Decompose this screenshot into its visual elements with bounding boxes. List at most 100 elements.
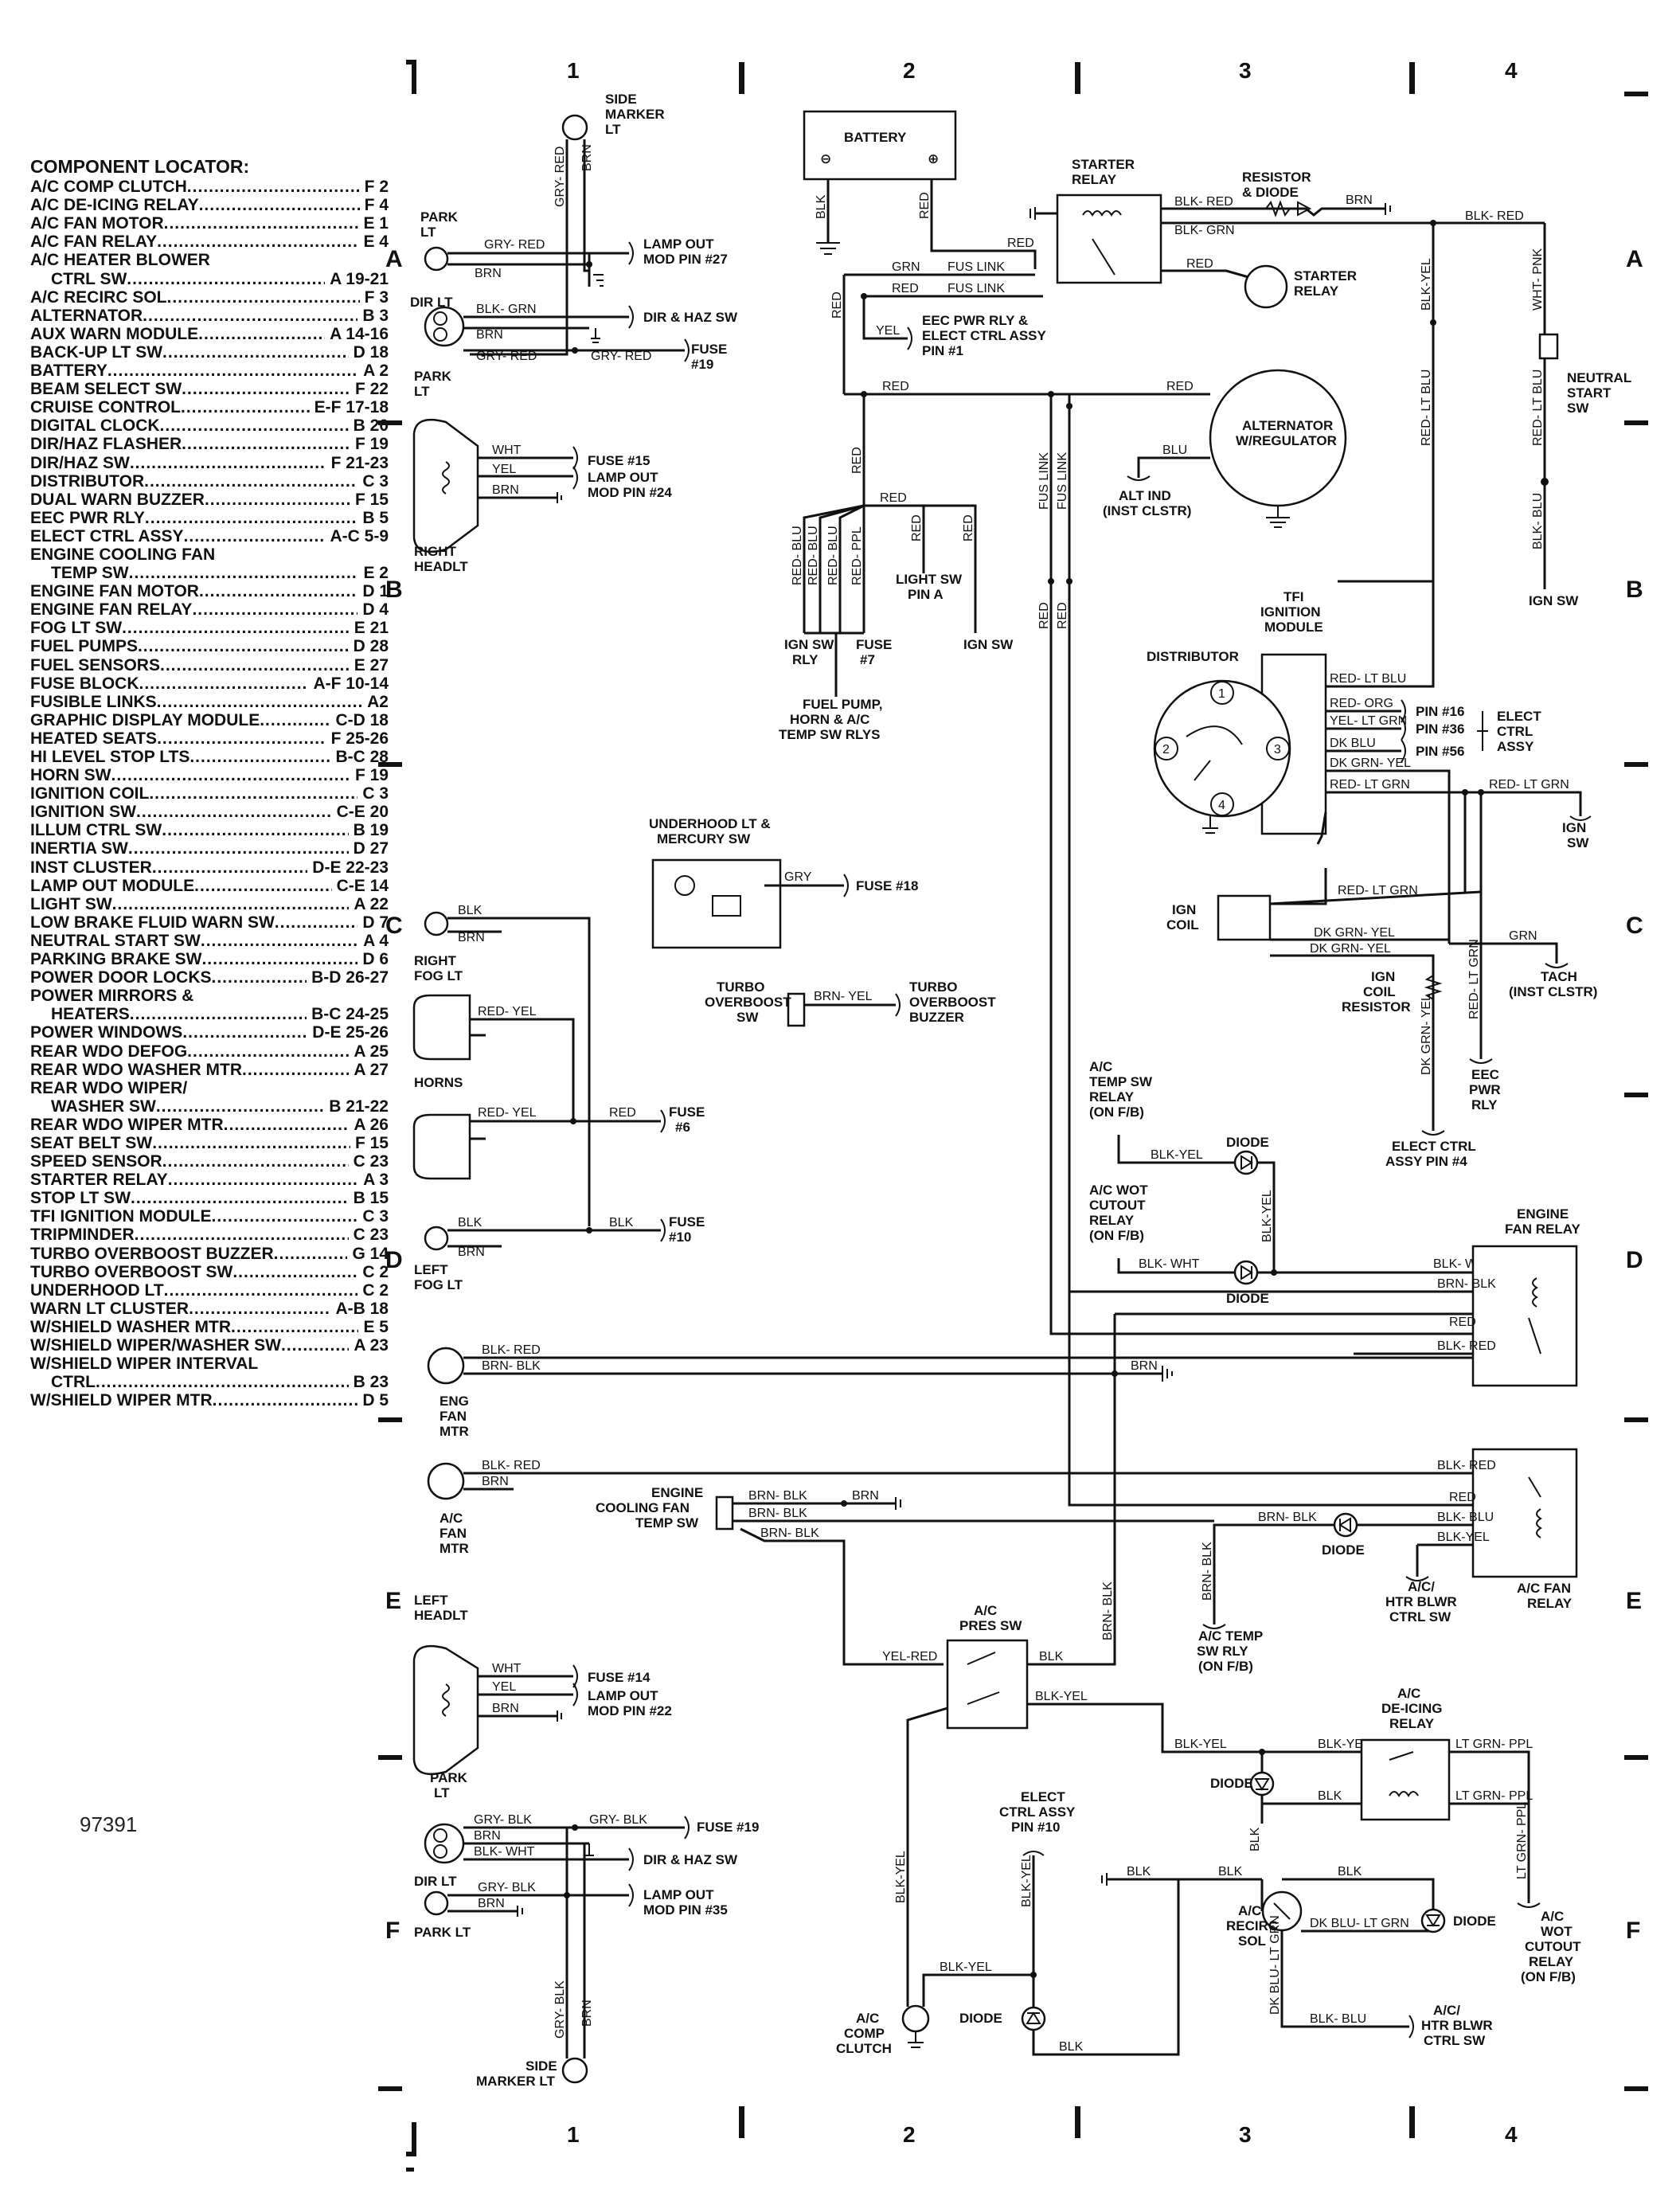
wire-blk-red-acfr: BLK- RED <box>1437 1459 1496 1472</box>
engine-fan-relay <box>1471 1245 1578 1387</box>
locator-entry-location: F 22 <box>354 380 389 399</box>
locator-entry-name: CRUISE CONTROL <box>30 398 181 417</box>
locator-entry: POWER DOOR LOCKSB-D 26-27 <box>30 968 389 987</box>
locator-entry: ILLUM CTRL SWB 19 <box>30 821 389 839</box>
locator-entry: FUSE BLOCKA-F 10-14 <box>30 674 389 693</box>
wire-blk-lfog: BLK <box>458 1216 483 1230</box>
locator-entry-name: LAMP OUT MODULE <box>30 876 195 895</box>
locator-entry-location: D 27 <box>353 839 389 858</box>
fuse-19-label: FUSE#19 <box>691 342 727 372</box>
locator-entry-name: REAR WDO WIPER/ <box>30 1078 188 1097</box>
resistor-diode-label: RESISTOR& DIODE <box>1242 170 1311 200</box>
wire-red-lt-grn-4: RED- LT GRN <box>1467 939 1481 1019</box>
wire-gry-blk-1: GRY- BLK <box>474 1813 532 1827</box>
dir-haz-sw-label: DIR & HAZ SW <box>643 310 738 325</box>
wire-blk-rs2: BLK <box>1218 1865 1243 1879</box>
wire-blk-yel-de2: BLK-YEL <box>1318 1738 1370 1751</box>
ac-pressure-switch <box>946 1639 1029 1730</box>
wire-brn-pl: BRN <box>478 1897 505 1910</box>
wire-blk-lfog2: BLK <box>609 1216 634 1230</box>
side-marker-lamp-bottom <box>561 2057 588 2084</box>
wire-blk-yel-acfr: BLK-YEL <box>1437 1531 1490 1544</box>
locator-entry-name: CTRL <box>51 1373 96 1392</box>
col-label-2: 2 <box>903 58 916 83</box>
ac-compressor-clutch <box>901 2004 930 2033</box>
locator-entry-location: A 23 <box>354 1336 389 1355</box>
locator-entry-name: TRIPMINDER <box>30 1226 135 1245</box>
wire-brn-lfog: BRN <box>458 1245 485 1259</box>
tach-label: TACH(INST CLSTR) <box>1509 969 1597 999</box>
locator-entry: ENGINE FAN MOTORD 1 <box>30 582 389 600</box>
wire-brn-blk-d: BRN- BLK <box>1258 1511 1317 1524</box>
horns-label: HORNS <box>414 1075 463 1090</box>
locator-entry-name: A/C COMP CLUTCH <box>30 178 187 197</box>
wire-blk-yel-cc: BLK-YEL <box>940 1961 992 1974</box>
locator-entry-location: G 14 <box>352 1244 389 1263</box>
svg-text:1: 1 <box>1218 687 1225 701</box>
wire-dk-blu-lt-grn: DK BLU- LT GRN <box>1310 1917 1409 1930</box>
locator-entry-name: ELECT CTRL ASSY <box>30 526 184 545</box>
locator-entry: A/C COMP CLUTCHF 2 <box>30 178 389 196</box>
locator-entry: W/SHIELD WIPER/WASHER SWA 23 <box>30 1336 389 1355</box>
locator-entry: DUAL WARN BUZZERF 15 <box>30 491 389 509</box>
fuse-10-label: FUSE#10 <box>669 1214 705 1245</box>
locator-entry: WARN LT CLUSTERA-B 18 <box>30 1300 389 1318</box>
locator-entry-name: AUX WARN MODULE <box>30 324 199 343</box>
wire-yel-lh: YEL <box>492 1680 516 1694</box>
locator-entry-name: IGNITION COIL <box>30 784 150 803</box>
neutral-start-switch <box>1538 333 1559 360</box>
locator-entry-location: F 19 <box>354 435 389 454</box>
right-fog-lamp <box>424 911 449 936</box>
left-fog-lamp <box>424 1226 449 1251</box>
locator-entry: CTRLB 23 <box>30 1373 389 1391</box>
locator-entry-location: A 4 <box>363 931 389 950</box>
starter-motor <box>1244 264 1288 309</box>
locator-entry-name: IGNITION SW <box>30 803 136 822</box>
locator-entry: INERTIA SWD 27 <box>30 839 389 858</box>
locator-entry-location: F 21-23 <box>330 453 389 472</box>
locator-entry-name: INST CLUSTER <box>30 858 152 877</box>
wire-red-fl: RED <box>892 282 919 295</box>
ign-sw-2-label: IGN SW <box>963 637 1014 652</box>
locator-entry: FOG LT SWE 21 <box>30 619 389 637</box>
wire-red-blu-2: RED- BLU <box>807 526 820 585</box>
wire-blk-red-efr: BLK- RED <box>1437 1339 1496 1353</box>
dir-lt-label: DIR LT <box>410 295 453 310</box>
pin-16-label: PIN #16 <box>1416 704 1464 719</box>
locator-entry-name: HEATED SEATS <box>30 729 158 748</box>
locator-entry-name: EEC PWR RLY <box>30 508 145 527</box>
locator-entry-location: C 2 <box>362 1280 389 1300</box>
wire-red-sr: RED <box>1186 257 1213 271</box>
wire-brn-blk-t3: BRN- BLK <box>760 1527 819 1540</box>
wire-blk-bat: BLK <box>815 194 828 219</box>
locator-entry-location: A 26 <box>354 1115 389 1134</box>
diode-6-label: DIODE <box>959 2011 1002 2026</box>
locator-entry-name: DUAL WARN BUZZER <box>30 490 205 509</box>
locator-entry-name: WASHER SW <box>51 1097 156 1116</box>
locator-entry-name: LOW BRAKE FLUID WARN SW <box>30 913 275 932</box>
ignition-coil <box>1217 894 1272 941</box>
locator-entry-name: FUEL SENSORS <box>30 655 160 674</box>
locator-entry-name: A/C HEATER BLOWER <box>30 251 210 270</box>
wire-dk-grn-yel-2: DK GRN- YEL <box>1314 926 1395 940</box>
svg-text:4: 4 <box>1218 799 1225 812</box>
row-label-d-right: D <box>1626 1247 1643 1273</box>
locator-entry: STOP LT SWB 15 <box>30 1189 389 1207</box>
locator-entry-location: A-F 10-14 <box>313 674 389 693</box>
diode-3 <box>1333 1512 1358 1538</box>
wire-brn-blk-t1: BRN- BLK <box>748 1489 807 1503</box>
wire-red-635: RED <box>880 491 907 505</box>
wire-blk-cc: BLK <box>1059 2040 1084 2054</box>
